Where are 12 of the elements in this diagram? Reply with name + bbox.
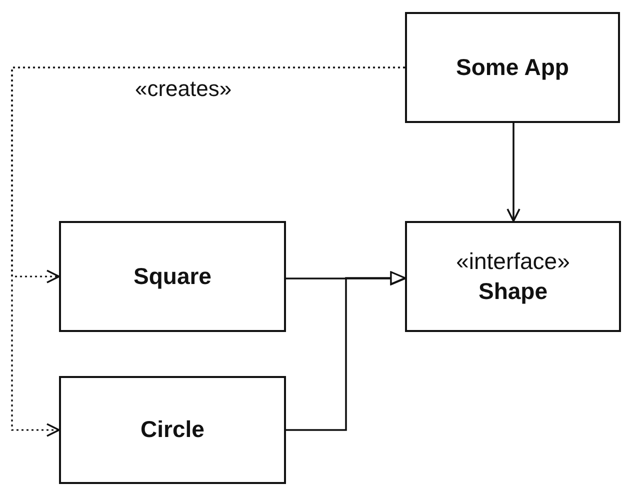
- class-name: Some App: [456, 52, 569, 82]
- association-arrow: [506, 123, 520, 222]
- class-name: Circle: [140, 415, 204, 444]
- class-name: Shape: [478, 276, 548, 306]
- dependency-arrow: [11, 66, 405, 437]
- class-box: [59, 376, 286, 484]
- class-box: [405, 12, 620, 123]
- class-name: Square: [134, 262, 212, 291]
- stereotype-label: «interface»: [456, 246, 570, 276]
- interface-box: [405, 221, 621, 332]
- generalization-arrow: [286, 271, 406, 431]
- class-box: [59, 221, 286, 332]
